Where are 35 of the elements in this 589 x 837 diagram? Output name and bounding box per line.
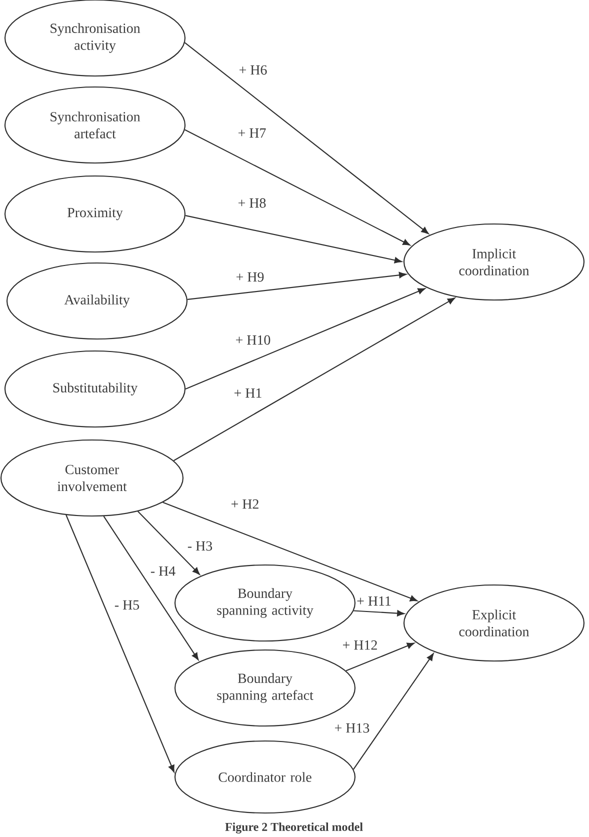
edge-label: + H9 [235,272,265,282]
arrow [162,502,418,602]
edge-label: + H7 [237,128,267,138]
ellipse-node: Proximity [4,175,186,253]
arrow [353,653,434,770]
edge-label: + H11 [356,596,392,606]
arrow [103,516,199,660]
arrow [184,42,429,234]
edge-label: + H10 [234,334,272,346]
arrow [173,298,456,462]
edge-label: + H6 [238,64,268,76]
arrow [138,510,200,575]
arrow [185,215,402,264]
ellipse-node: Customer involvement [0,439,184,517]
arrow [346,642,414,672]
ellipse-node: Explicit coordination [403,584,585,662]
edge-label: - H5 [114,600,140,610]
arrow [354,610,404,616]
edge-label: + H12 [342,640,378,650]
edge-label: - H3 [186,540,214,552]
ellipse-node: Coordinator role [174,740,356,814]
ellipse-node: Boundary spanning activity [174,564,356,642]
ellipse-node: Availability [6,262,188,340]
arrow [184,129,410,246]
edge-label: + H2 [230,498,260,510]
ellipse-node: Substitutability [4,350,186,428]
arrow [185,288,426,390]
ellipse-node: Synchronisation artefact [4,86,186,164]
arrow [66,514,174,772]
edge-label: - H4 [150,566,176,576]
edge-label: + H8 [237,198,267,208]
caption: Figure 2 Theoretical model [225,822,363,834]
ellipse-node: Implicit coordination [403,223,585,301]
edge-label: + H1 [233,388,263,398]
arrow [187,272,406,300]
